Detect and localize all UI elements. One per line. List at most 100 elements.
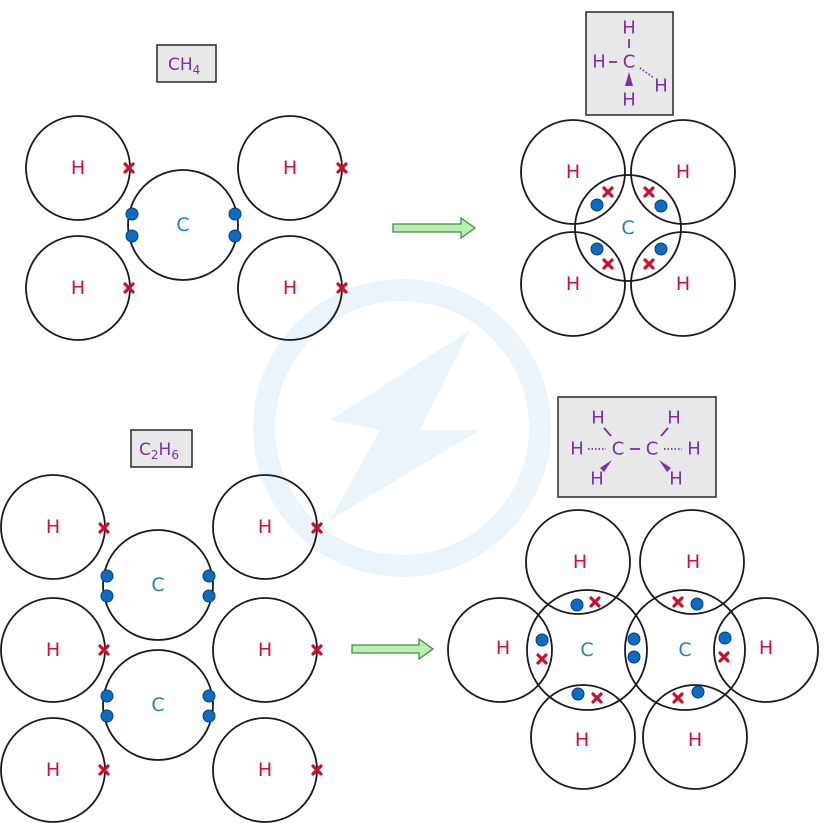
svg-text:H: H [622, 90, 636, 111]
hydrogen-electron [311, 644, 323, 656]
hydrogen-symbol: H [688, 729, 702, 751]
cross-stroke [311, 764, 323, 776]
svg-text:H: H [687, 439, 701, 460]
carbon-electron [654, 199, 668, 213]
carbon-electron [627, 632, 641, 646]
svg-text:C2H6: C2H6 [139, 440, 179, 462]
carbon-electron [100, 589, 114, 603]
hydrogen-symbol: H [676, 161, 690, 183]
hydrogen-electron [643, 258, 655, 270]
cross-stroke [123, 282, 135, 294]
svg-text:C: C [646, 439, 659, 460]
hydrogen-atom: H [25, 235, 131, 341]
c2h6-structural-formula: H H H C C H H H [557, 396, 717, 498]
svg-text:C: C [623, 52, 636, 73]
electron-shell [630, 119, 736, 225]
ch4-formula-label: CH4 [156, 44, 217, 83]
hydrogen-symbol: H [566, 161, 580, 183]
electron-shell [639, 509, 745, 615]
electron-shell [574, 174, 682, 282]
hydrogen-electron [591, 692, 603, 704]
svg-text:H: H [590, 469, 604, 490]
hydrogen-symbol: H [46, 639, 60, 661]
carbon-electron [202, 589, 216, 603]
cross-stroke [718, 651, 730, 663]
carbon-electron [654, 242, 668, 256]
cross-stroke [311, 644, 323, 656]
carbon-electron [202, 709, 216, 723]
hydrogen-electron [98, 522, 110, 534]
hydrogen-atom: H [630, 231, 736, 337]
hydrogen-symbol: H [496, 637, 510, 659]
hydrogen-electron [311, 764, 323, 776]
hydrogen-symbol: H [258, 516, 272, 538]
watermark [253, 279, 551, 577]
hydrogen-atom: H [530, 684, 636, 790]
hydrogen-symbol: H [71, 157, 85, 179]
hydrogen-electron [672, 596, 684, 608]
carbon-electron [100, 689, 114, 703]
carbon-symbol: C [621, 217, 634, 239]
hydrogen-atom: H [237, 235, 343, 341]
ch4-structural-formula: H H C H H [585, 11, 674, 116]
hydrogen-atom: H [713, 597, 819, 703]
cross-stroke [672, 596, 684, 608]
carbon-symbol: C [176, 214, 189, 236]
hydrogen-symbol: H [283, 277, 297, 299]
electron-shell [520, 231, 626, 337]
carbon-electron [691, 685, 705, 699]
carbon-atom: C [127, 169, 239, 281]
carbon-electron [590, 198, 604, 212]
carbon-electron [590, 242, 604, 256]
hydrogen-atom: H [525, 509, 631, 615]
carbon-electron [718, 631, 732, 645]
cross-stroke [643, 258, 655, 270]
hydrogen-electron [536, 653, 548, 665]
hydrogen-electron [643, 186, 655, 198]
electron-shell [526, 589, 648, 711]
svg-text:CH4: CH4 [168, 55, 200, 77]
hydrogen-electron [98, 764, 110, 776]
cross-stroke [311, 522, 323, 534]
svg-text:H: H [570, 439, 584, 460]
hydrogen-atom: H [0, 717, 106, 823]
hydrogen-symbol: H [759, 637, 773, 659]
hydrogen-electron [98, 644, 110, 656]
carbon-atom: C [102, 529, 214, 641]
cross-stroke [98, 764, 110, 776]
electron-shell [102, 529, 214, 641]
cross-stroke [602, 186, 614, 198]
carbon-symbol: C [678, 639, 691, 661]
reaction-arrow [392, 216, 477, 240]
hydrogen-symbol: H [575, 729, 589, 751]
carbon-electron [100, 709, 114, 723]
electron-shell [127, 169, 239, 281]
svg-text:H: H [669, 469, 683, 490]
cross-stroke [643, 186, 655, 198]
hydrogen-electron [336, 162, 348, 174]
hydrogen-atom: H [642, 684, 748, 790]
hydrogen-atom: H [25, 115, 131, 221]
cross-stroke [589, 596, 601, 608]
carbon-symbol: C [151, 694, 164, 716]
hydrogen-atom: H [639, 509, 745, 615]
carbon-electron [570, 598, 584, 612]
hydrogen-symbol: H [686, 551, 700, 573]
carbon-electron [125, 229, 139, 243]
svg-text:H: H [591, 408, 605, 429]
hydrogen-symbol: H [573, 551, 587, 573]
carbon-atom: C [574, 174, 682, 282]
electron-shell [713, 597, 819, 703]
electron-shell [642, 684, 748, 790]
hydrogen-atom: H [630, 119, 736, 225]
hydrogen-electron [123, 282, 135, 294]
hydrogen-symbol: H [258, 639, 272, 661]
carbon-electron [535, 633, 549, 647]
hydrogen-electron [123, 162, 135, 174]
svg-text:H: H [592, 52, 606, 73]
hydrogen-symbol: H [283, 157, 297, 179]
electron-shell [530, 684, 636, 790]
hydrogen-electron [602, 186, 614, 198]
cross-stroke [98, 522, 110, 534]
